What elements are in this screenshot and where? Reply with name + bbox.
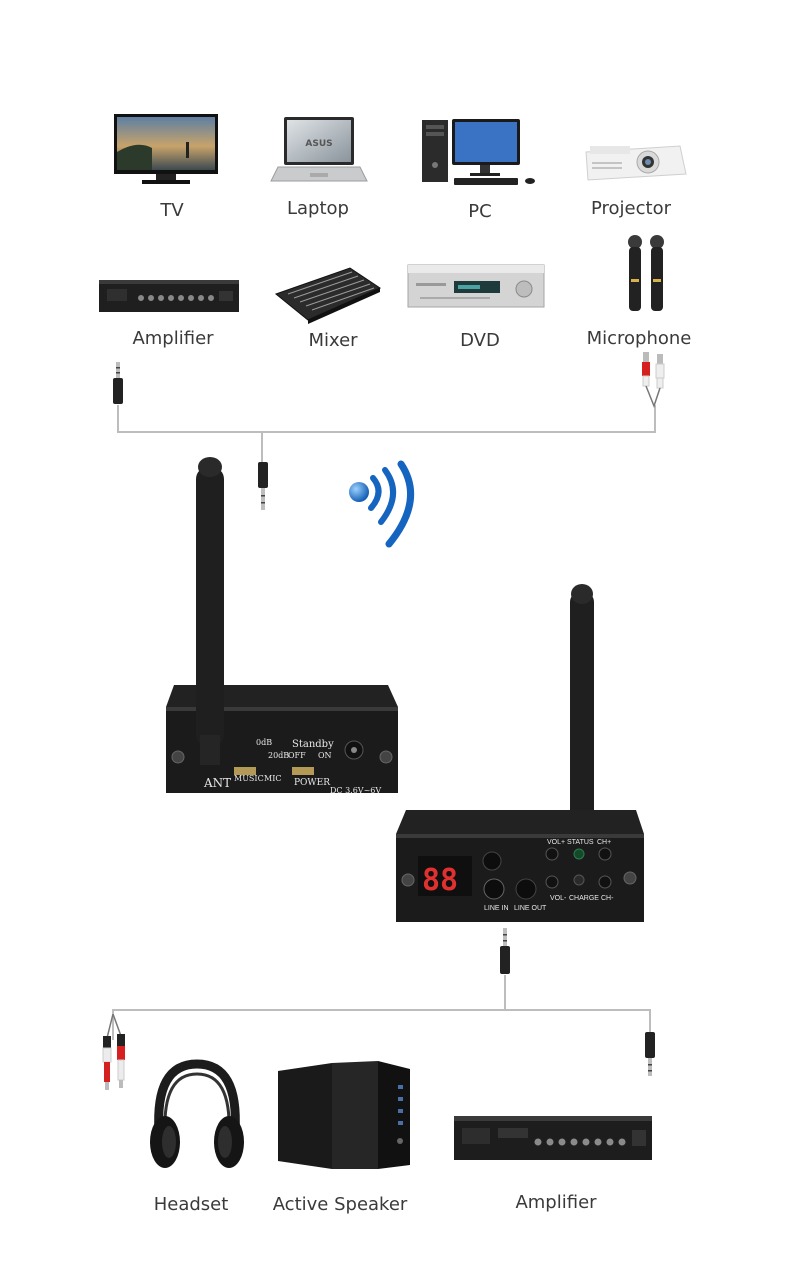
headset-icon bbox=[145, 1058, 249, 1174]
line-out-label: LINE OUT bbox=[514, 905, 547, 912]
charge-label: CHARGE bbox=[569, 895, 599, 902]
wireless-signal-icon bbox=[345, 460, 425, 548]
microphone-label: Microphone bbox=[586, 328, 692, 349]
off-label: OFF bbox=[288, 751, 306, 760]
projector-icon bbox=[582, 138, 688, 184]
rca-plug-icon bbox=[640, 352, 668, 410]
transmitter-device: ANT 0dB 20dB MUSIC MIC Standby OFF ON PO… bbox=[160, 455, 402, 800]
ch-plus-label: CH+ bbox=[597, 839, 611, 846]
on-label: ON bbox=[318, 751, 332, 760]
audio-jack-plug-icon bbox=[497, 928, 513, 980]
active-speaker-icon bbox=[274, 1057, 414, 1175]
pc-label: PC bbox=[468, 201, 492, 222]
amplifier-icon bbox=[452, 1112, 654, 1164]
audio-jack-plug-icon bbox=[110, 362, 126, 408]
dvd-label: DVD bbox=[460, 330, 500, 351]
ant-label: ANT bbox=[203, 776, 231, 790]
status-label: STATUS bbox=[567, 839, 594, 846]
music-label: MUSIC bbox=[234, 774, 264, 783]
amplifier-icon bbox=[97, 276, 241, 316]
amplifier-source-label: Amplifier bbox=[132, 328, 214, 349]
pc-icon bbox=[420, 115, 540, 187]
vol-minus-label: VOL- bbox=[550, 895, 567, 902]
power-label: POWER bbox=[294, 778, 330, 788]
laptop-logo: ASUS bbox=[305, 139, 332, 149]
db0-label: 0dB bbox=[256, 738, 272, 747]
laptop-icon: ASUS bbox=[270, 115, 368, 185]
standby-label: Standby bbox=[292, 739, 334, 750]
mixer-label: Mixer bbox=[308, 330, 358, 351]
audio-jack-plug-icon bbox=[255, 462, 271, 514]
laptop-label: Laptop bbox=[287, 198, 349, 219]
seven-segment-display: 88 bbox=[422, 863, 458, 898]
line-in-label: LINE IN bbox=[484, 905, 509, 912]
db20-label: 20dB bbox=[268, 751, 289, 760]
ch-minus-label: CH- bbox=[601, 895, 614, 902]
audio-jack-plug-icon bbox=[642, 1032, 658, 1080]
active-speaker-label: Active Speaker bbox=[272, 1194, 408, 1215]
rca-plug-icon bbox=[101, 1014, 129, 1092]
projector-label: Projector bbox=[591, 198, 671, 219]
vol-plus-label: VOL+ bbox=[547, 839, 565, 846]
mic-label: MIC bbox=[264, 774, 281, 783]
headset-label: Headset bbox=[153, 1194, 229, 1215]
dc-label: DC 3.6V~6V bbox=[330, 786, 381, 795]
mixer-icon bbox=[274, 264, 382, 324]
amplifier-output-label: Amplifier bbox=[515, 1192, 597, 1213]
tv-icon bbox=[112, 112, 220, 187]
tv-label: TV bbox=[160, 200, 184, 221]
microphone-icon bbox=[622, 235, 670, 317]
dvd-icon bbox=[406, 263, 546, 311]
receiver-device: 88 VOL+ STATUS CH+ VOL- CHARGE CH- LINE … bbox=[392, 582, 648, 928]
